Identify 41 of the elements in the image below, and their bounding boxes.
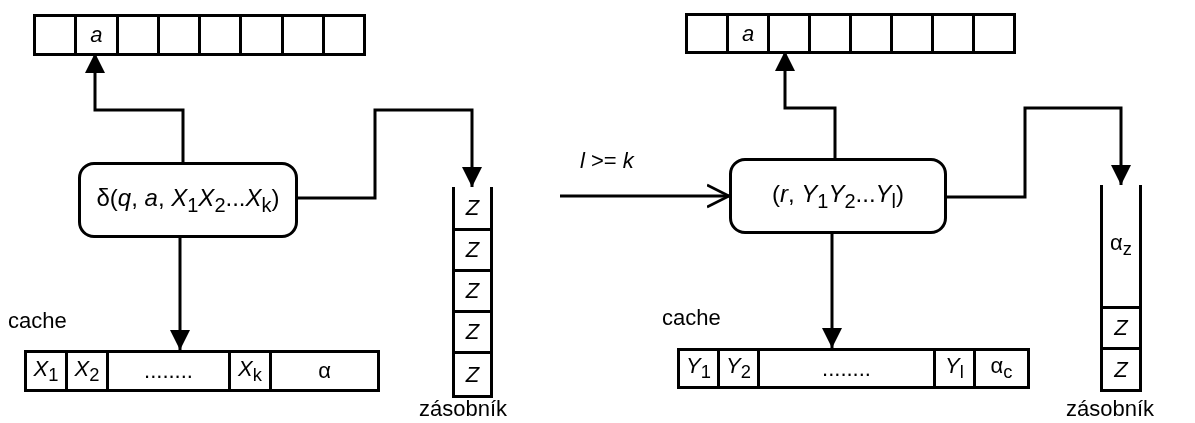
cache-cell: Y$_{l}$ — [936, 351, 976, 386]
arrow — [85, 53, 185, 162]
tape-cell: a — [729, 16, 770, 51]
arrow — [775, 51, 837, 158]
stack-cell: Z — [455, 231, 490, 272]
arrow — [298, 108, 482, 200]
tape — [685, 13, 1016, 54]
stack-cell: Z — [455, 313, 490, 354]
caption-label: cache — [8, 310, 67, 332]
arrow — [822, 234, 842, 348]
cache-cell: ........ — [109, 353, 231, 389]
caption-label: zásobník — [419, 398, 508, 420]
cache-cell: X$_{1}$ — [24, 353, 68, 389]
stack-cell: Z — [1103, 309, 1139, 350]
caption-label: zásobník — [1066, 398, 1155, 420]
tape — [33, 14, 366, 56]
cache-bar — [24, 350, 380, 392]
arrow — [947, 106, 1131, 199]
arrow — [170, 238, 190, 350]
caption-label: cache — [662, 307, 721, 329]
stack-cell: Z — [455, 272, 490, 313]
cache-cell: Y$_{2}$ — [720, 351, 760, 386]
cache-cell: Y$_{1}$ — [677, 351, 720, 386]
stack — [1100, 185, 1142, 392]
cache-bar — [677, 348, 1030, 389]
stack-cell: Z — [455, 354, 490, 398]
transition-box: (r, Y$_{1}$Y$_{2}$...Y$_{l}$) — [729, 158, 947, 234]
cache-cell: α — [272, 353, 380, 389]
stack — [452, 187, 493, 398]
cache-cell: α$_{c}$ — [976, 351, 1030, 386]
arrow — [560, 183, 731, 209]
tape-cell — [685, 16, 729, 51]
cache-cell: ........ — [760, 351, 936, 386]
tape-cell: a — [77, 17, 119, 53]
tape-cell — [33, 17, 78, 53]
stack-cell: α$_{z}$ — [1103, 185, 1139, 309]
stack-cell: Z — [455, 187, 490, 231]
transition-box: δ(q, a, X$_{1}$X$_{2}$...X$_{k}$) — [78, 162, 298, 238]
stack-cell: Z — [1103, 350, 1139, 392]
cache-cell: X$_{k}$ — [231, 353, 272, 389]
cache-cell: X$_{2}$ — [68, 353, 109, 389]
